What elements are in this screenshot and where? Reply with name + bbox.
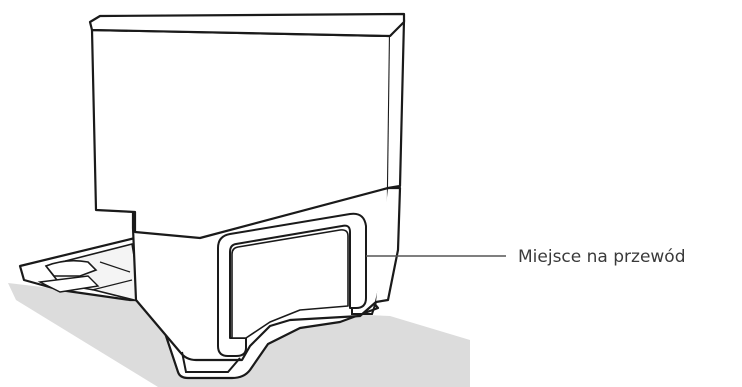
lower-side bbox=[375, 186, 402, 304]
foot-front bbox=[181, 351, 241, 373]
bin-side bbox=[387, 18, 406, 190]
callout-label-cable-storage: Miejsce na przewód bbox=[518, 247, 686, 267]
cable-frame-outer bbox=[217, 212, 367, 357]
ramp-contact bbox=[44, 259, 98, 277]
bin-seam bbox=[95, 209, 136, 213]
cable-recess bbox=[231, 229, 349, 339]
ramp-contact-2 bbox=[37, 275, 100, 293]
